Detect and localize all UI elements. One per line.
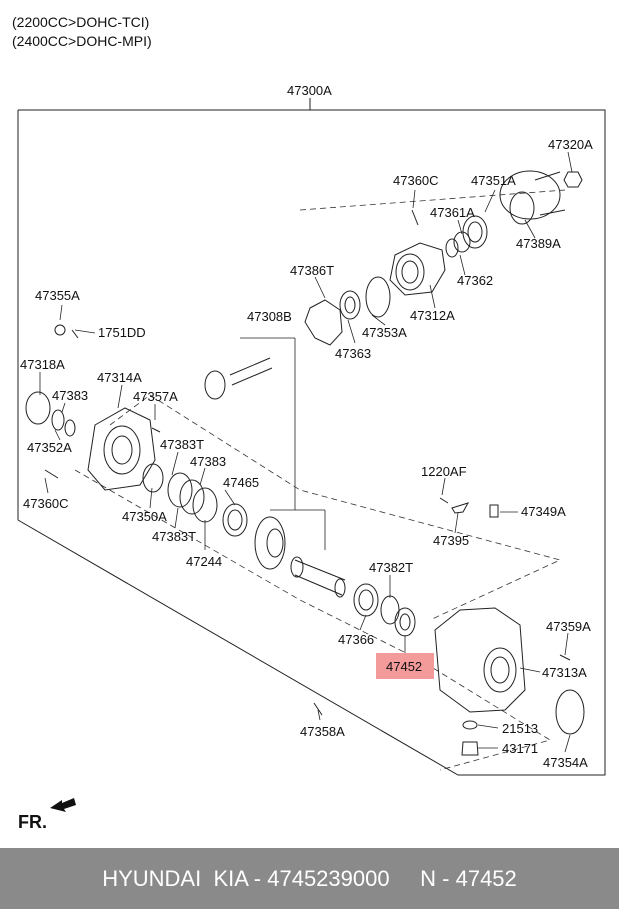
exploded-parts-diagram: 47300A: [17, 83, 606, 812]
part-label-47353A[interactable]: 47353A: [362, 325, 407, 340]
drain-plug-shape: [461, 741, 479, 756]
lower-bolt-shape: [44, 469, 59, 479]
part-label-47350A[interactable]: 47350A: [122, 509, 167, 524]
part-label-47351A[interactable]: 47351A: [471, 173, 516, 188]
part-label-47395[interactable]: 47395: [433, 533, 469, 548]
bolt-shape-1220AF: [439, 497, 449, 504]
part-label-47383-a[interactable]: 47383: [52, 388, 88, 403]
part-label-47382T[interactable]: 47382T: [369, 560, 413, 575]
companion-flange-shape: [499, 170, 566, 225]
part-label-47386T[interactable]: 47386T: [290, 263, 334, 278]
part-label-47359A[interactable]: 47359A: [546, 619, 591, 634]
front-direction-label: FR.: [18, 812, 47, 832]
part-label-47354A[interactable]: 47354A: [543, 755, 588, 770]
part-label-47360C-lower[interactable]: 47360C: [23, 496, 69, 511]
drive-pinion-shape: [204, 357, 273, 400]
ring-shape-47383: [179, 479, 205, 515]
ring-shape-47244: [192, 487, 218, 523]
part-label-47383-b[interactable]: 47383: [190, 454, 226, 469]
front-direction-arrow-icon: [50, 798, 76, 812]
pin-shape-47359A: [559, 654, 571, 661]
part-label-47366[interactable]: 47366: [338, 632, 374, 647]
ring-shape-47383T: [167, 472, 193, 508]
part-label-43171[interactable]: 43171: [502, 741, 538, 756]
part-label-47244[interactable]: 47244: [186, 554, 222, 569]
bolt-shape-47358A: [313, 702, 323, 716]
seal-shape-b: [64, 419, 76, 437]
output-shaft-shape: [290, 556, 346, 598]
case-o-ring-shape: [555, 689, 585, 735]
part-label-47314A[interactable]: 47314A: [97, 370, 142, 385]
part-label-21513[interactable]: 21513: [502, 721, 538, 736]
washer-shape: [462, 720, 478, 730]
transfer-case-cover-shape: [87, 407, 156, 491]
plug-shape: [489, 504, 499, 518]
part-label-47452[interactable]: 47452: [386, 659, 422, 674]
part-label-47352A[interactable]: 47352A: [27, 440, 72, 455]
part-label-47389A[interactable]: 47389A: [516, 236, 561, 251]
part-label-47362[interactable]: 47362: [457, 273, 493, 288]
part-label-47357A[interactable]: 47357A: [133, 389, 178, 404]
o-ring-shape: [365, 276, 391, 318]
nut-shape: [54, 324, 66, 336]
footer-brand-part-number: HYUNDAI KIA - 4745239000: [102, 865, 390, 891]
part-label-47465[interactable]: 47465: [223, 475, 259, 490]
part-label-47313A[interactable]: 47313A: [542, 665, 587, 680]
oil-seal-shape: [462, 215, 488, 249]
footer-bar: HYUNDAI KIA - 4745239000 N - 47452: [0, 848, 619, 909]
gasket-shape: [304, 299, 343, 346]
part-label-1751DD[interactable]: 1751DD: [98, 325, 146, 340]
bearing-shape: [445, 238, 459, 258]
part-label-47383T[interactable]: 47383T: [160, 437, 204, 452]
ring-gear-shape: [254, 516, 286, 570]
part-label-47312A[interactable]: 47312A: [410, 308, 455, 323]
ring-shape-47382T: [380, 595, 400, 625]
flange-nut-shape: [563, 171, 583, 188]
pin-shape: [151, 427, 161, 433]
bolt-shape: [411, 209, 419, 226]
bearing-cup-shape: [339, 290, 361, 320]
spacer-shape: [453, 231, 471, 253]
bearing-shape-47465: [222, 503, 248, 537]
seal-shape-a: [51, 409, 65, 431]
bracket-shape: [451, 502, 470, 514]
part-label-47360C[interactable]: 47360C: [393, 173, 439, 188]
part-label-47358A[interactable]: 47358A: [300, 724, 345, 739]
ring-shape-47350A: [142, 463, 164, 493]
part-label-47363[interactable]: 47363: [335, 346, 371, 361]
part-label-1220AF[interactable]: 1220AF: [421, 464, 467, 479]
part-label-47308B[interactable]: 47308B: [247, 309, 292, 324]
engine-note-2200: (2200CC>DOHC-TCI): [12, 14, 150, 30]
part-label-47318A[interactable]: 47318A: [20, 357, 65, 372]
leader-lines: [39, 151, 573, 753]
pinion-housing-shape: [389, 242, 446, 296]
transfer-case-shape: [434, 607, 526, 713]
bearing-shape-47366: [353, 583, 379, 617]
part-label-47355A[interactable]: 47355A: [35, 288, 80, 303]
assembly-frame: [17, 109, 606, 776]
engine-note-2400: (2400CC>DOHC-MPI): [12, 33, 152, 49]
part-label-47320A[interactable]: 47320A: [548, 137, 593, 152]
cover-shape: [25, 391, 51, 425]
part-label-47349A[interactable]: 47349A: [521, 504, 566, 519]
seal-shape-47452: [394, 607, 416, 637]
highlight-box: [376, 653, 434, 679]
stud-shape: [71, 329, 79, 339]
assembly-label: 47300A: [287, 83, 332, 98]
part-label-47383T-b[interactable]: 47383T: [152, 529, 196, 544]
part-label-47361A[interactable]: 47361A: [430, 205, 475, 220]
footer-reference: N - 47452: [420, 865, 517, 891]
